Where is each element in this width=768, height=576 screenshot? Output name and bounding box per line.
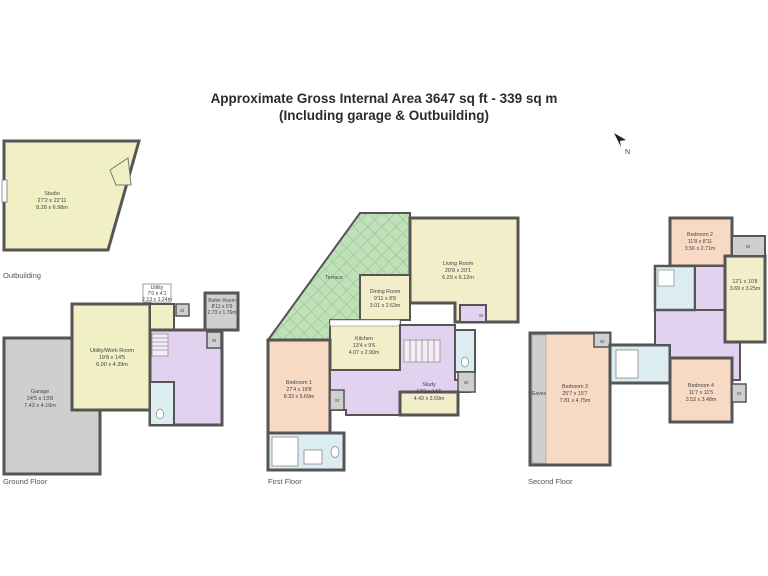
boiler-name: Boiler Room [208,298,236,304]
kitchen-imperial: 13'4 x 9'6 [353,343,375,349]
bedroom3-imperial: 25'7 x 15'7 [562,391,587,397]
utility-name: Utility [151,285,164,291]
ground-floor-plan: Garage 24'5 x 13'8 7.43 x 4.16m Utility/… [2,283,240,476]
dining-imperial: 9'11 x 8'8 [374,296,396,302]
bedroom4-metric: 3.53 x 3.48m [686,397,717,403]
ground-st-1: St [180,308,185,313]
bedroom4-imperial: 11'7 x 11'5 [689,390,714,396]
bedroom2-metric: 3.56 x 2.71m [685,246,716,252]
terrace-name: Terrace [325,275,343,281]
utility-imperial: 7'0 x 4'1 [148,291,167,297]
area-subtitle: (Including garage & Outbuilding) [279,108,489,123]
bedroom2-name: Bedroom 2 [687,232,713,238]
living-name: Living Room [443,261,474,267]
studio-imperial: 27'2 x 22'11 [38,198,67,204]
outbuilding-plan: Studio 27'2 x 22'11 8.28 x 6.98m [1,139,141,252]
utility-work-imperial: 19'8 x 14'5 [99,355,125,361]
bedroom3-metric: 7.81 x 4.75m [560,398,591,404]
utility-work-metric: 6.00 x 4.39m [96,362,128,368]
area-title: Approximate Gross Internal Area 3647 sq … [210,91,558,106]
compass-icon: N [614,133,630,156]
utility-metric: 2.13 x 1.24m [142,297,172,303]
studio-metric: 8.28 x 6.98m [36,205,68,211]
bedroom1-metric: 8.33 x 5.69m [284,394,315,400]
second-floor-label: Second Floor [528,477,573,486]
bedroom3-name: Bedroom 3 [562,384,588,390]
room-right-imperial: 12'1 x 10'8 [732,279,757,285]
living-imperial: 20'8 x 20'1 [445,268,471,274]
second-st-3: St [737,391,742,396]
utility-work-name: Utility/Work Room [90,348,134,354]
first-st-3: St [464,380,469,385]
ground-st-2: St [212,338,217,343]
second-st-1: St [600,339,605,344]
ground-floor-label: Ground Floor [3,477,48,486]
bedroom2-imperial: 11'8 x 8'11 [688,239,713,245]
boiler-imperial: 8'11 x 5'9 [212,304,233,310]
bedroom4-name: Bedroom 4 [688,383,714,389]
study-metric: 4.43 x 3.59m [414,396,445,402]
study-name: Study [422,382,436,388]
room-right-metric: 3.69 x 3.25m [730,286,761,292]
garage-imperial: 24'5 x 13'8 [27,396,53,402]
study-imperial: 17'9 x 14'6 [416,389,441,395]
first-floor-plan: Terrace Living Room 20'8 x 20'1 6.29 x 6… [266,212,520,472]
eaves-name: Eaves [532,391,546,397]
kitchen-name: Kitchen [355,336,373,342]
outbuilding-label: Outbuilding [3,271,41,280]
first-floor-label: First Floor [268,477,302,486]
first-st-2: St [335,398,340,403]
compass-letter: N [625,149,630,156]
dining-name: Dining Room [370,289,401,295]
bedroom1-name: Bedroom 1 [286,380,312,386]
boiler-metric: 2.73 x 1.76m [208,310,237,316]
kitchen-metric: 4.07 x 2.90m [349,350,380,356]
studio-name: Studio [44,191,60,197]
garage-name: Garage [31,389,49,395]
garage-metric: 7.43 x 4.16m [24,403,56,409]
dining-metric: 3.01 x 2.63m [370,303,401,309]
living-metric: 6.29 x 6.12m [442,275,474,281]
second-floor-plan: Eaves Bedroom 3 25'7 x 15'7 7.81 x 4.75m… [528,216,767,467]
first-st-1: St [479,313,484,318]
second-st-2: St [746,244,751,249]
bedroom1-imperial: 27'4 x 18'8 [286,387,311,393]
